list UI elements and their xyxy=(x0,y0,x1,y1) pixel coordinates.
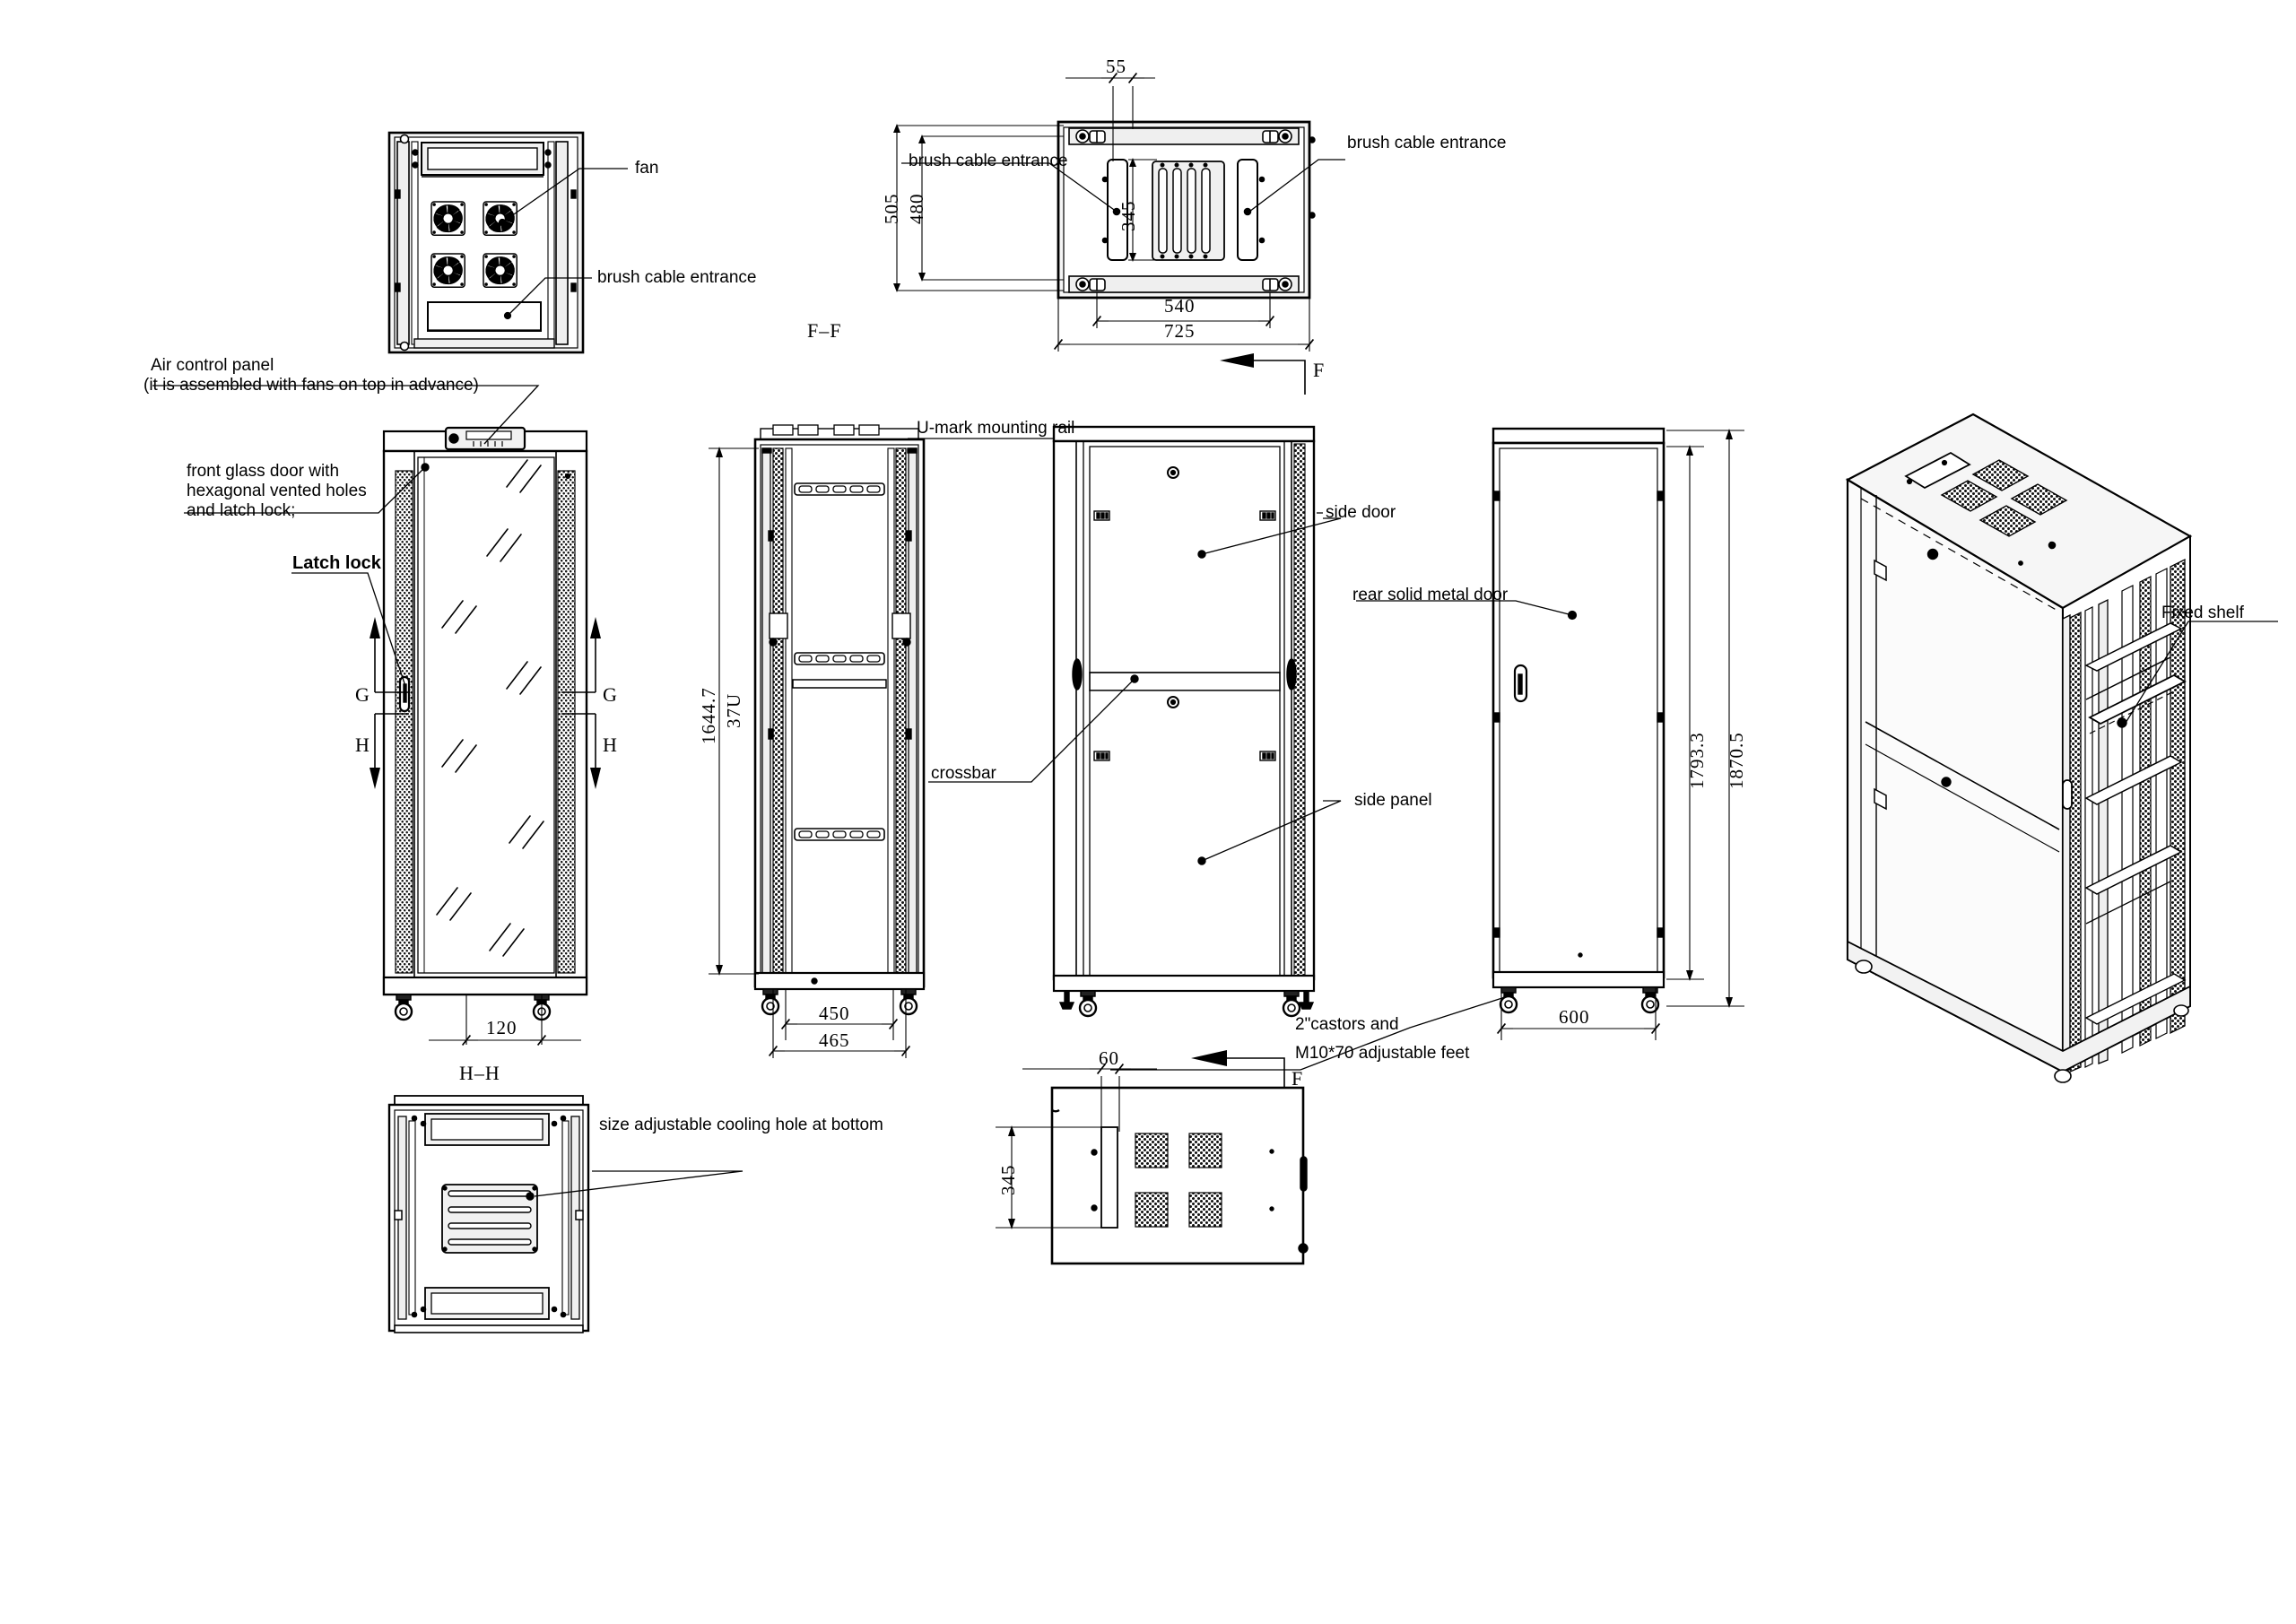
view-top-plan xyxy=(893,72,1345,395)
label-side-panel: side panel xyxy=(1354,791,1432,810)
dim-465: 465 xyxy=(819,1029,850,1051)
dim-1793-3: 1793.3 xyxy=(1686,732,1708,789)
dim-480: 480 xyxy=(906,193,927,225)
label-brush-cable-entrance-top-left: brush cable entrance xyxy=(597,268,757,287)
dim-1870-5: 1870.5 xyxy=(1726,732,1747,789)
section-mark-g-left: G xyxy=(355,683,370,706)
dim-450: 450 xyxy=(819,1003,850,1024)
label-brush-cable-entrance-plan-left: brush cable entrance xyxy=(909,152,1068,170)
dim-1644-7: 1644.7 xyxy=(698,687,719,744)
section-mark-ff: F–F xyxy=(807,319,842,342)
label-crossbar: crossbar xyxy=(931,764,996,783)
label-castors-line1: 2"castors and xyxy=(1295,1015,1399,1034)
dim-505: 505 xyxy=(881,193,902,225)
dim-37u: 37U xyxy=(723,692,744,728)
dim-540: 540 xyxy=(1164,295,1196,317)
view-front-frame xyxy=(709,424,1102,1058)
view-rear-door xyxy=(1110,427,1744,1071)
dim-55: 55 xyxy=(1106,56,1126,77)
label-side-door: side door xyxy=(1326,503,1396,522)
section-mark-h-right: H xyxy=(603,734,618,756)
label-rear-solid-metal-door: rear solid metal door xyxy=(1352,586,1509,604)
label-front-glass-door-line2: hexagonal vented holes xyxy=(187,482,367,500)
section-mark-f-bottom: F xyxy=(1292,1067,1304,1090)
dim-345-plan: 345 xyxy=(1118,200,1139,232)
dim-600: 600 xyxy=(1559,1006,1590,1028)
section-mark-f-top: F xyxy=(1313,359,1326,381)
section-mark-hh: H–H xyxy=(459,1062,500,1084)
view-front-glass-door xyxy=(152,385,601,1046)
dim-120: 120 xyxy=(486,1017,517,1038)
dim-60: 60 xyxy=(1099,1047,1119,1069)
section-mark-h-left: H xyxy=(355,734,370,756)
view-top-fans xyxy=(387,131,628,354)
view-side xyxy=(928,425,1342,1018)
label-brush-cable-entrance-plan-right: brush cable entrance xyxy=(1347,134,1507,152)
label-front-glass-door-line1: front glass door with xyxy=(187,462,340,481)
dim-725: 725 xyxy=(1164,320,1196,342)
view-bottom-hh xyxy=(387,1095,744,1333)
label-cooling-hole: size adjustable cooling hole at bottom xyxy=(599,1116,883,1134)
label-latch-lock: Latch lock xyxy=(292,553,381,573)
label-fixed-shelf: Fixed shelf xyxy=(2161,604,2244,622)
label-air-control-panel-line1: Air control panel xyxy=(151,356,274,375)
label-front-glass-door-line3: and latch lock; xyxy=(187,501,296,520)
label-u-mark-mounting-rail: U-mark mounting rail xyxy=(917,419,1075,438)
dim-345-bottom: 345 xyxy=(997,1164,1019,1196)
label-air-control-panel-line2: (it is assembled with fans on top in adv… xyxy=(144,376,479,395)
section-mark-g-right: G xyxy=(603,683,618,706)
label-castors-line2: M10*70 adjustable feet xyxy=(1295,1044,1470,1063)
label-fan: fan xyxy=(635,159,659,178)
view-isometric xyxy=(1845,413,2278,1083)
view-bottom-plan xyxy=(996,1050,1309,1265)
